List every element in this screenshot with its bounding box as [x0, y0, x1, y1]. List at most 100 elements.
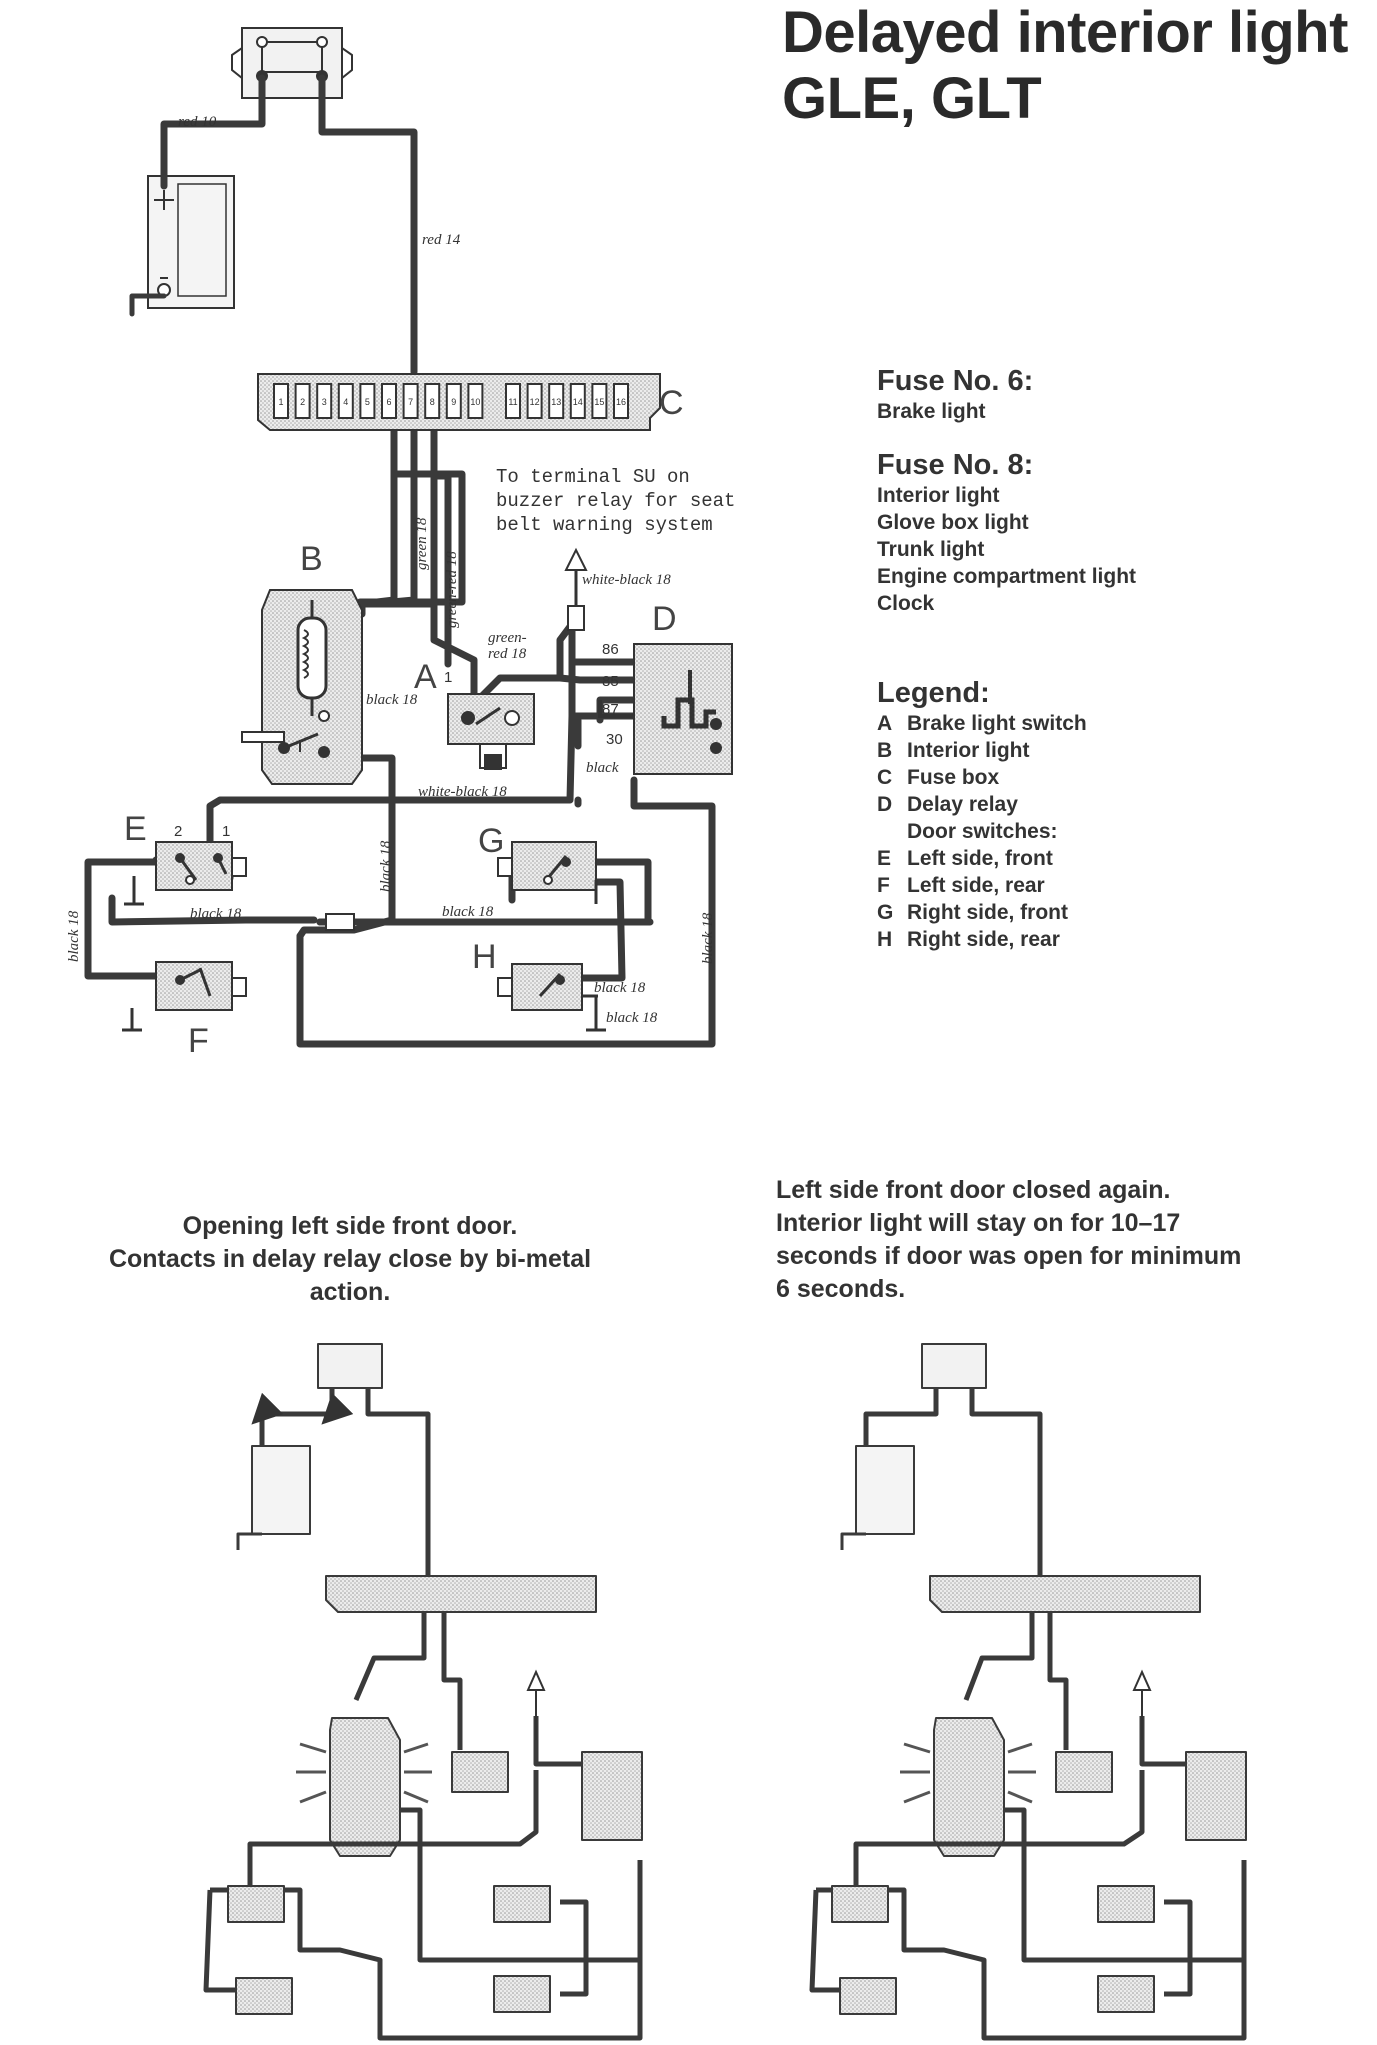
fuse-slot — [505, 383, 521, 419]
title-line-2: GLE, GLT — [782, 66, 1042, 131]
fuse-slot — [359, 383, 376, 419]
fuse-number: 8 — [430, 397, 435, 407]
label-black-vert-mid: black 18 — [378, 840, 394, 892]
fuse-6-heading: Fuse No. 6: — [877, 365, 1034, 397]
label-black-b: black 18 — [366, 692, 418, 708]
small-diagram-opening-arrow — [526, 1669, 546, 1740]
label-white-black-mid: white-black 18 — [418, 784, 507, 800]
fuse-8-item: Engine compartment light — [877, 565, 1137, 588]
label-green-red-a-1: green- — [488, 630, 527, 646]
interior-light-b — [241, 589, 363, 785]
caption-left: Opening left side front door. Contacts i… — [108, 1212, 592, 1306]
fuse-slot — [381, 383, 397, 419]
fuse-slot — [526, 383, 543, 419]
fuse-number: 1 — [278, 397, 283, 407]
fuse-slot — [316, 383, 333, 419]
door-switch-h — [497, 963, 606, 1032]
wires — [84, 74, 716, 1048]
small-diagram-closed-rays — [900, 1742, 1036, 1804]
label-black-e: black 18 — [190, 906, 242, 922]
fuse-number: 10 — [470, 397, 480, 407]
door-switch-g — [497, 841, 598, 904]
fuse-slot — [273, 383, 289, 419]
fuse-number: 4 — [343, 397, 348, 407]
terminal-e-1: 1 — [222, 823, 230, 840]
letter-f: F — [188, 1022, 209, 1060]
label-black-h-1: black 18 — [594, 980, 646, 996]
label-black-d: black — [586, 760, 619, 776]
legend-subheading: Door switches: — [907, 820, 1058, 843]
label-green-18: green 18 — [414, 517, 430, 570]
small-diagram-opening — [203, 1343, 643, 2041]
legend-title: Legend: — [877, 677, 990, 709]
label-black-right: black 18 — [700, 912, 716, 964]
door-switch-f — [122, 961, 247, 1032]
small-diagram-closed-arrow — [1132, 1669, 1152, 1740]
fuse-8-heading: Fuse No. 8: — [877, 449, 1034, 481]
small-diagram-opening-rays — [296, 1742, 432, 1804]
fuse-slot — [337, 383, 354, 419]
small-diagram-closed — [809, 1343, 1247, 2041]
brake-light-switch-a — [447, 693, 535, 770]
door-switch-e — [124, 841, 247, 906]
caption-right: Left side front door closed again. Inter… — [776, 1176, 1242, 1303]
fuse-8-item: Trunk light — [877, 538, 985, 561]
fuse-8-item: Glove box light — [877, 511, 1029, 534]
letter-d: D — [652, 600, 677, 638]
fuse-number: 16 — [616, 397, 626, 407]
fuse-number: 7 — [408, 397, 413, 407]
ignition-switch — [231, 27, 353, 99]
label-black-g: black 18 — [442, 904, 494, 920]
terminal-85: 85 — [602, 673, 619, 690]
fuse-8-block: Fuse No. 8: Interior light Glove box lig… — [877, 448, 1136, 617]
fuse-slot — [445, 383, 462, 419]
label-white-black-top: white-black 18 — [582, 572, 671, 588]
letter-e: E — [124, 810, 147, 848]
letter-g: G — [478, 822, 504, 860]
fuse-slot — [548, 383, 565, 419]
label-black-h-2: black 18 — [606, 1010, 658, 1026]
title-line-1: Delayed interior light — [782, 0, 1348, 65]
letter-b: B — [300, 540, 323, 578]
letter-c: C — [659, 384, 684, 422]
fuse-number: 12 — [530, 397, 540, 407]
fuse-number: 15 — [594, 397, 604, 407]
fuse-slot — [569, 383, 586, 419]
label-red-10: red 10 — [178, 114, 217, 130]
fuse-6-block: Fuse No. 6: Brake light — [877, 364, 1033, 425]
fuse-number: 6 — [386, 397, 391, 407]
wire-connector — [325, 913, 355, 931]
fuse-8-item: Clock — [877, 592, 935, 615]
battery — [147, 175, 235, 309]
fuse-slot — [613, 383, 629, 419]
terminal-30: 30 — [606, 731, 623, 748]
terminal-a-1: 1 — [444, 669, 452, 686]
label-green-red-18: green-red 18 — [444, 551, 460, 628]
fuse-number: 9 — [451, 397, 456, 407]
note-line-2: buzzer relay for seat — [496, 490, 735, 512]
letter-h: H — [472, 938, 497, 976]
wire-to-buzzer-relay — [564, 547, 588, 631]
fuse-number: 11 — [508, 397, 517, 407]
letter-a: A — [414, 658, 437, 696]
terminal-e-2: 2 — [174, 823, 182, 840]
fuse-number: 13 — [551, 397, 561, 407]
fuse-slot — [402, 383, 419, 419]
fuse-slot — [294, 383, 311, 419]
fuse-number: 3 — [322, 397, 327, 407]
fuse-number: 14 — [573, 397, 583, 407]
label-green-red-a-2: red 18 — [488, 646, 527, 662]
fuse-slot — [591, 383, 608, 419]
fuse-8-item: Interior light — [877, 484, 1000, 507]
terminal-86: 86 — [602, 641, 619, 658]
